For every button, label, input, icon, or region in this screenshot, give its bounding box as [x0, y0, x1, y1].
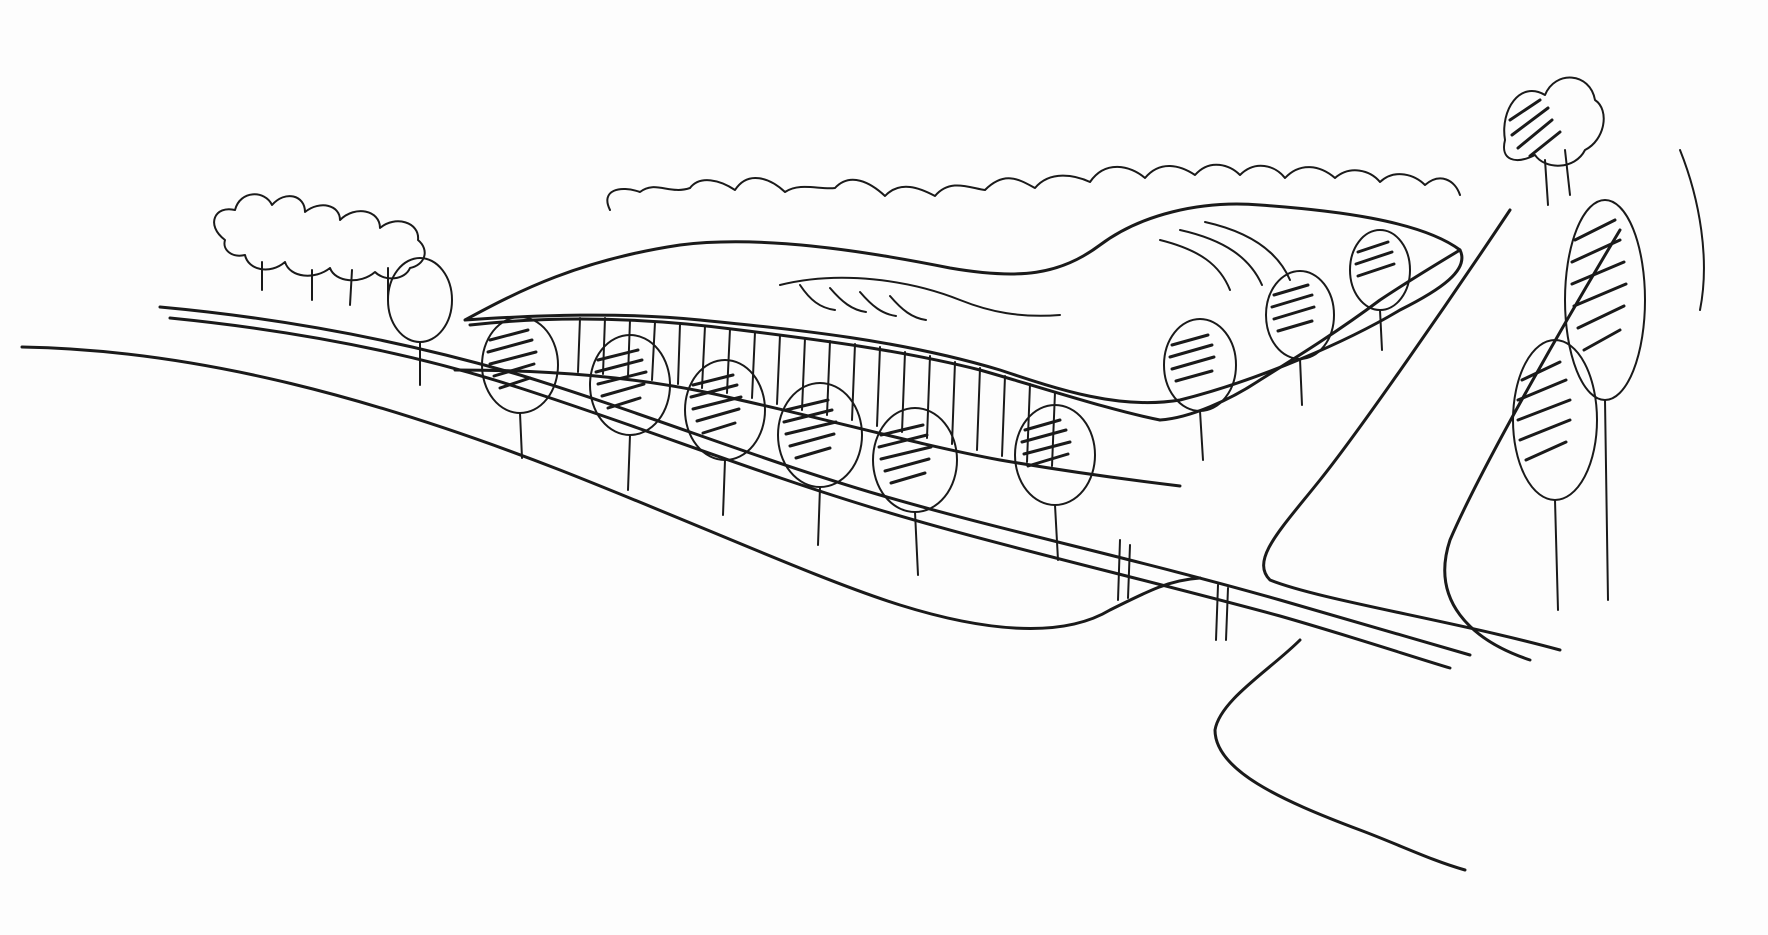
- tree-5-trunk: [914, 511, 919, 576]
- tree-8-trunk: [1299, 358, 1303, 406]
- tree-2-trunk: [627, 434, 631, 491]
- far-right-trees: [1512, 149, 1705, 611]
- tree-4-trunk: [817, 486, 821, 546]
- tree-3-scribble: [689, 373, 743, 435]
- tree-6-trunk: [1054, 504, 1059, 561]
- tree-2-scribble: [594, 348, 648, 410]
- tree-6-scribble: [1020, 418, 1072, 468]
- tree-11-scribble: [1516, 360, 1572, 462]
- tree-1-scribble: [486, 328, 538, 390]
- right-road-edge-2: [1443, 228, 1622, 662]
- tree-3-trunk: [722, 459, 726, 516]
- tree-10-trunk: [1604, 399, 1609, 601]
- front-tree-row: [481, 316, 1096, 576]
- road-posts: [1117, 539, 1229, 641]
- right-road-edge: [1262, 208, 1562, 652]
- tree-7-trunk: [1199, 410, 1204, 461]
- tree-12-edge: [1679, 149, 1705, 311]
- tree-7-scribble: [1168, 333, 1216, 383]
- tree-1-trunk: [519, 412, 523, 459]
- building-right-end: [1158, 248, 1462, 422]
- upper-road-line-1: [158, 305, 1472, 657]
- tree-11-trunk: [1554, 499, 1559, 611]
- right-tall-tree: [1503, 76, 1605, 167]
- background-treeline: [606, 163, 1461, 211]
- right-tall-tree-trunk: [1544, 149, 1571, 206]
- roof-skylight-strokes: [799, 221, 1291, 321]
- left-tree-cluster: [213, 193, 426, 282]
- lower-curve-path: [1213, 638, 1467, 872]
- tree-9-scribble: [1354, 240, 1396, 278]
- front-road-line: [20, 345, 1202, 630]
- upper-road-line-2: [168, 316, 1452, 670]
- building-facade-top: [468, 317, 1162, 422]
- right-tree-row: [387, 229, 1411, 461]
- tree-10-scribble: [1570, 218, 1628, 352]
- tree-9-trunk: [1379, 309, 1383, 351]
- tree-4-scribble: [782, 398, 838, 460]
- tree-8-scribble: [1270, 283, 1316, 333]
- roof-inner-curve: [779, 276, 1061, 317]
- left-tree-trunks: [261, 261, 389, 306]
- right-tall-tree-scribble: [1508, 98, 1562, 158]
- tree-5-scribble: [877, 423, 933, 485]
- building-facade-bottom: [453, 368, 1182, 488]
